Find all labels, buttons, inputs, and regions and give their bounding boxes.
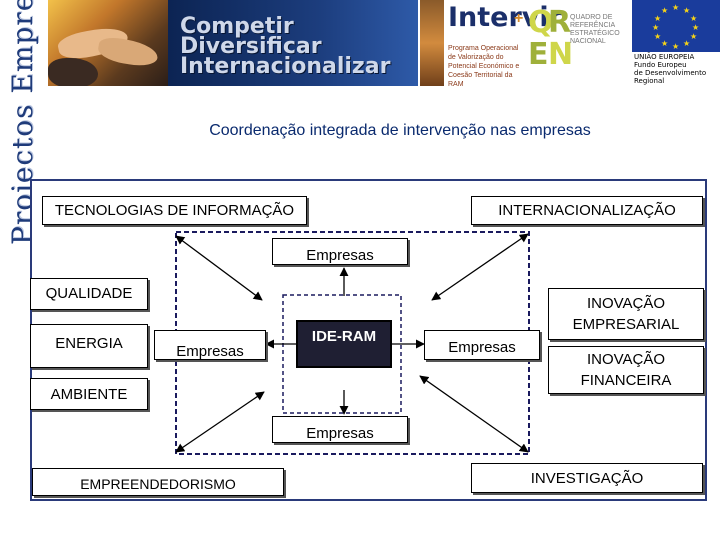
empresas-right: Empresas	[424, 330, 540, 360]
tecnologias-box: TECNOLOGIAS DE INFORMAÇÃO	[42, 196, 307, 225]
energia-box: ENERGIA	[30, 324, 148, 368]
slogan-line-1: Competir	[180, 14, 294, 39]
eu-caption: UNIÃO EUROPEIA Fundo Europeu de Desenvol…	[634, 53, 707, 85]
empresas-bottom: Empresas	[272, 416, 408, 443]
ambiente-box: AMBIENTE	[30, 378, 148, 410]
empresas-left: Empresas	[154, 330, 266, 360]
ide-ram-box: IDE-RAM	[296, 320, 392, 368]
arrow-bottom-left	[175, 391, 265, 453]
inovacao-empresarial-box: INOVAÇÃO EMPRESARIAL	[548, 288, 704, 340]
intervir-mark-icon	[420, 0, 444, 86]
slogan-line-2: Diversificar	[180, 34, 322, 59]
qualidade-box: QUALIDADE	[30, 278, 148, 310]
internacionalizacao-box: INTERNACIONALIZAÇÃO	[471, 196, 703, 225]
qren-logo: Q R E N QUADRO DE REFERÊNCIA ESTRATÉGICO…	[528, 5, 620, 72]
handshake-image	[48, 0, 168, 86]
investigacao-box: INVESTIGAÇÃO	[471, 463, 703, 493]
page-title: Coordenação integrada de intervenção nas…	[209, 122, 591, 139]
empreendedorismo-box: EMPREENDEDORISMO	[32, 468, 284, 496]
slogan-line-3: Internacionalizar	[180, 54, 391, 79]
slogan-banner: Competir Diversificar Internacionalizar	[168, 0, 418, 86]
eu-flag-icon: ★ ★ ★ ★ ★ ★ ★ ★ ★ ★ ★ ★	[632, 0, 720, 52]
arrow-top-right	[431, 233, 529, 301]
arrow-bottom-right	[419, 375, 529, 453]
arrow-top-left	[175, 235, 263, 301]
empresas-top: Empresas	[272, 238, 408, 265]
inovacao-financeira-box: INOVAÇÃO FINANCEIRA	[548, 346, 704, 394]
intervir-logo: Intervir + Programa Operacional de Valor…	[418, 0, 562, 88]
